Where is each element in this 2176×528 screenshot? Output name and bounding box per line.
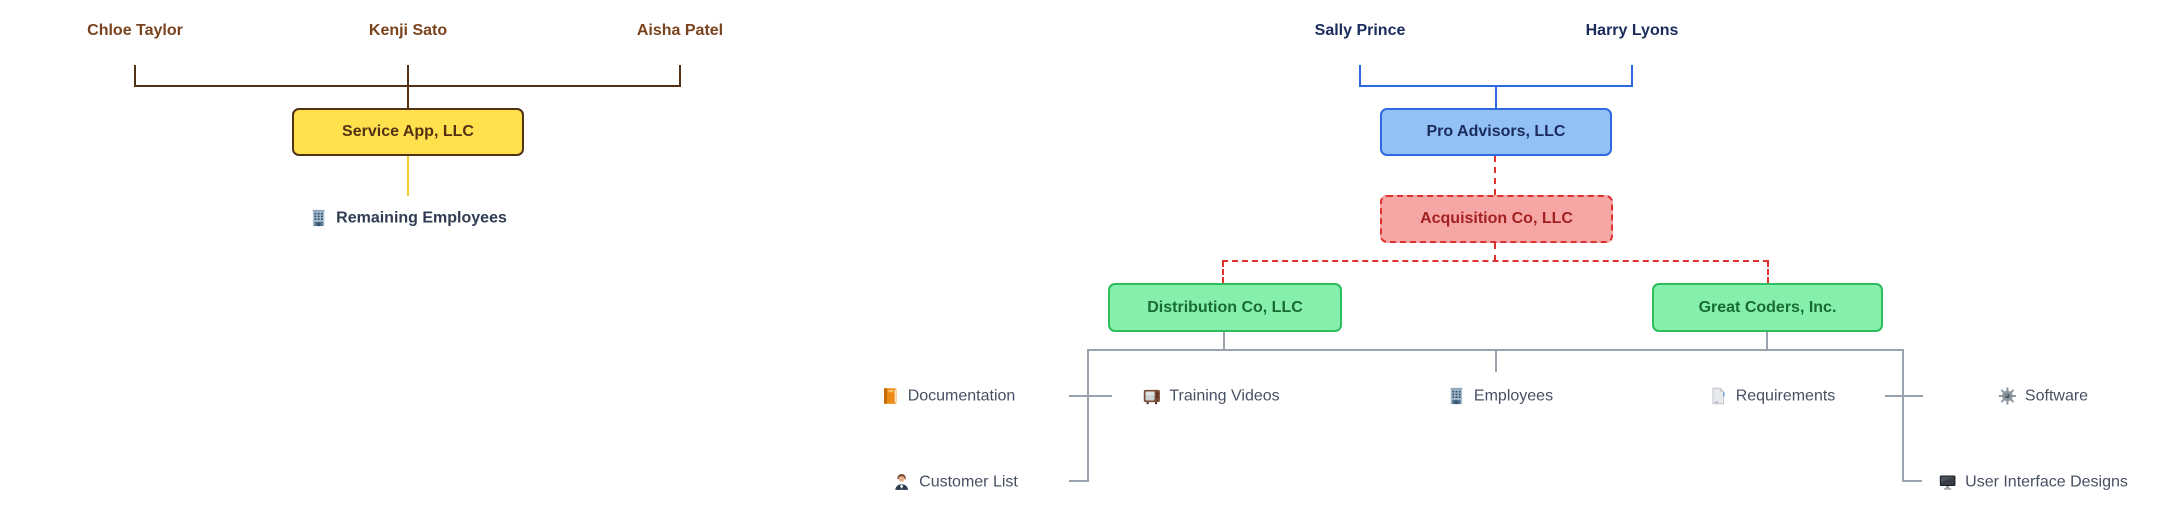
company-to-asset-line: [407, 156, 409, 196]
great-coders-inc-node[interactable]: Great Coders, Inc.: [1652, 283, 1883, 332]
pro-advisors-llc-node[interactable]: Pro Advisors, LLC: [1380, 108, 1612, 156]
sally-connector-line: [1359, 65, 1361, 87]
acquisition-connector-bar: [1222, 260, 1769, 262]
acquisition-to-distribution-line: [1222, 261, 1224, 283]
kenji-connector-line: [407, 65, 409, 87]
gear-icon: [1998, 387, 2016, 405]
desktop-computer-icon: [1939, 475, 1956, 490]
acquisition-co-llc-node[interactable]: Acquisition Co, LLC: [1380, 195, 1613, 243]
requirements-item: Requirements: [1709, 387, 1836, 406]
owners-to-holding-line: [1495, 87, 1497, 108]
distribution-drop-line: [1223, 332, 1225, 350]
great-coders-inc-label: Great Coders, Inc.: [1698, 298, 1837, 316]
owner-chloe-taylor: Chloe Taylor: [87, 22, 183, 39]
acquisition-drop-line: [1494, 243, 1496, 261]
requirements-label: Requirements: [1735, 387, 1836, 404]
acquisition-to-coders-line: [1767, 261, 1769, 283]
owner-aisha-patel: Aisha Patel: [636, 22, 724, 39]
employees-label: Employees: [1473, 387, 1554, 404]
remaining-employees-label: Remaining Employees: [336, 209, 507, 226]
owners-connector-bar: [134, 85, 681, 87]
office-building-icon: [312, 209, 325, 227]
chloe-connector-line: [134, 65, 136, 87]
employees-stub-line: [1495, 349, 1497, 372]
documentation-tick-line: [1069, 395, 1112, 397]
owners-to-company-line: [407, 87, 409, 108]
owners-connector-bar-right: [1359, 85, 1633, 87]
orange-book-icon: [884, 388, 897, 404]
ui-designs-item: User Interface Designs: [1938, 473, 2128, 492]
coders-drop-line: [1766, 332, 1768, 350]
holding-to-acquisition-line: [1494, 156, 1496, 195]
television-icon: [1143, 389, 1160, 405]
remaining-employees-item: Remaining Employees: [309, 209, 507, 228]
assets-right-rail: [1902, 349, 1904, 482]
software-item: Software: [1998, 387, 2088, 406]
assets-left-rail: [1087, 349, 1089, 482]
customer-list-elbow-line: [1069, 480, 1089, 482]
acquisition-co-llc-label: Acquisition Co, LLC: [1420, 210, 1573, 227]
customer-list-item: Customer List: [892, 473, 1018, 492]
pro-advisors-llc-label: Pro Advisors, LLC: [1426, 123, 1566, 140]
ui-designs-elbow-line: [1902, 480, 1922, 482]
owner-sally-prince: Sally Prince: [1314, 22, 1406, 39]
distribution-co-llc-label: Distribution Co, LLC: [1147, 298, 1303, 316]
employees-item: Employees: [1447, 387, 1553, 406]
aisha-connector-line: [679, 65, 681, 87]
software-label: Software: [2024, 387, 2089, 404]
training-videos-label: Training Videos: [1169, 387, 1280, 404]
requirements-tick-line: [1885, 395, 1923, 397]
service-app-llc-node[interactable]: Service App, LLC: [292, 108, 524, 156]
owner-harry-lyons: Harry Lyons: [1585, 22, 1679, 39]
owner-kenji-sato: Kenji Sato: [368, 22, 448, 39]
distribution-co-llc-node[interactable]: Distribution Co, LLC: [1108, 283, 1342, 332]
training-videos-item: Training Videos: [1142, 387, 1280, 406]
page-document-icon: [1712, 387, 1725, 405]
customer-list-label: Customer List: [919, 473, 1018, 490]
office-building-icon: [1450, 387, 1463, 405]
harry-connector-line: [1631, 65, 1633, 87]
office-worker-icon: [895, 474, 909, 490]
ui-designs-label: User Interface Designs: [1965, 473, 2128, 490]
documentation-label: Documentation: [907, 387, 1016, 404]
service-app-llc-label: Service App, LLC: [342, 123, 474, 140]
documentation-item: Documentation: [881, 387, 1016, 406]
